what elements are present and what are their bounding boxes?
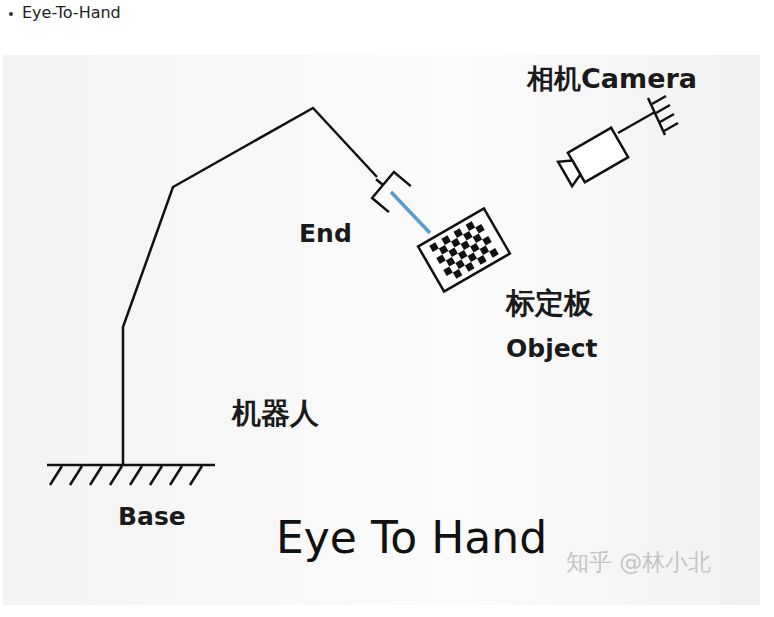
checker-square <box>480 246 490 256</box>
base-ground <box>47 465 215 485</box>
board-label: 标定板 <box>506 288 593 320</box>
checker-square <box>470 243 480 253</box>
checker-square <box>429 242 439 252</box>
checker-square <box>436 254 446 264</box>
calibration-board <box>418 208 510 291</box>
camera-label: 相机Camera <box>527 64 697 94</box>
checker-square <box>461 240 471 250</box>
checker-square <box>455 260 465 270</box>
checker-square <box>448 247 458 257</box>
checker-square <box>475 224 485 234</box>
checker-square <box>489 248 499 258</box>
checker-square <box>473 233 483 243</box>
checker-square <box>454 228 464 238</box>
section-heading: Eye-To-Hand <box>22 4 121 22</box>
end-label: End <box>299 220 352 248</box>
diagram-caption: Eye To Hand <box>276 514 547 562</box>
checker-square <box>443 267 453 277</box>
camera-icon <box>557 128 629 189</box>
checker-square <box>465 262 475 272</box>
robot-arm <box>123 108 377 465</box>
checker-square <box>451 238 461 248</box>
gripper-link <box>391 192 430 233</box>
image-ground <box>3 55 760 605</box>
checker-square <box>453 269 463 279</box>
base-label: Base <box>118 503 186 531</box>
checker-square <box>468 253 478 263</box>
watermark: 知乎 @林小北 <box>566 550 711 575</box>
camera-mount <box>618 96 678 135</box>
checker-square <box>463 231 473 241</box>
checker-square <box>439 245 449 255</box>
checker-square <box>477 255 487 265</box>
robot-label: 机器人 <box>232 398 319 430</box>
checker-square <box>482 236 492 246</box>
checker-square <box>458 250 468 260</box>
checker-square <box>446 257 456 267</box>
checker-square <box>466 221 476 231</box>
checker-square <box>441 235 451 245</box>
object-label: Object <box>506 335 597 363</box>
bullet-dot <box>9 12 13 16</box>
